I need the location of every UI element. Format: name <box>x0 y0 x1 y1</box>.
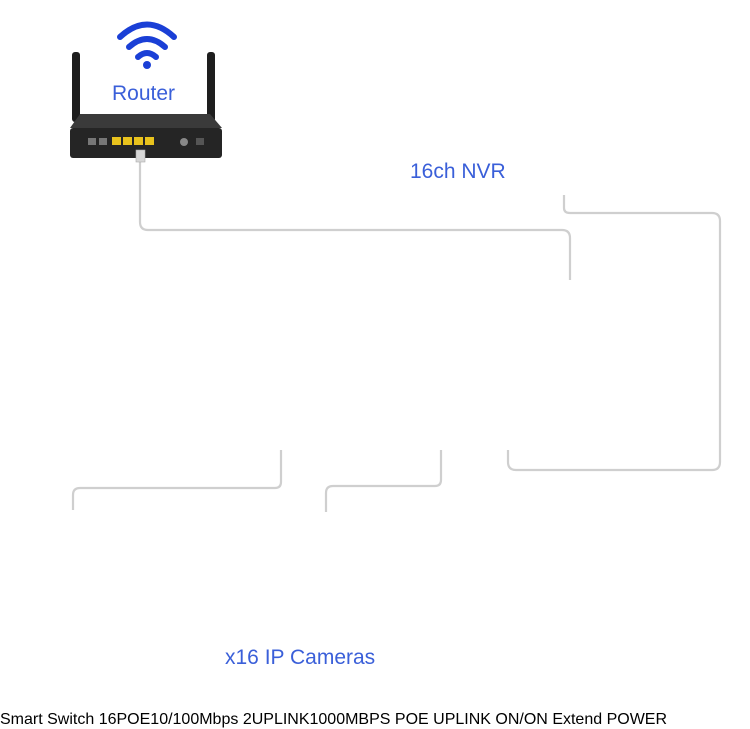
switch-text: Smart Switch 16POE10/100Mbps 2UPLINK1000… <box>0 711 667 728</box>
wifi-icon <box>120 25 174 70</box>
dip-sub-label: Extend <box>552 711 602 728</box>
poe-label: POE <box>395 711 429 728</box>
switch-line-2: 16POE10/100Mbps <box>99 711 239 728</box>
switch-line-1: Smart Switch <box>0 711 94 728</box>
cable-switch-to-bullet-camera <box>326 450 441 512</box>
cable-switch-to-dome-camera <box>73 450 281 510</box>
cable-nvr-to-switch <box>508 195 720 470</box>
router-label: Router <box>112 82 175 106</box>
cameras-label: x16 IP Cameras <box>225 646 375 670</box>
cables <box>73 160 720 512</box>
uplink-label: UPLINK <box>433 711 491 728</box>
dip-label: ON/ON <box>495 711 547 728</box>
power-label: POWER <box>607 711 667 728</box>
network-topology-diagram: Smart Switch 16POE10/100Mbps 2UPLINK1000… <box>0 0 750 706</box>
nvr-label: 16ch NVR <box>410 160 506 184</box>
switch-line-3: 2UPLINK1000MBPS <box>243 711 391 728</box>
